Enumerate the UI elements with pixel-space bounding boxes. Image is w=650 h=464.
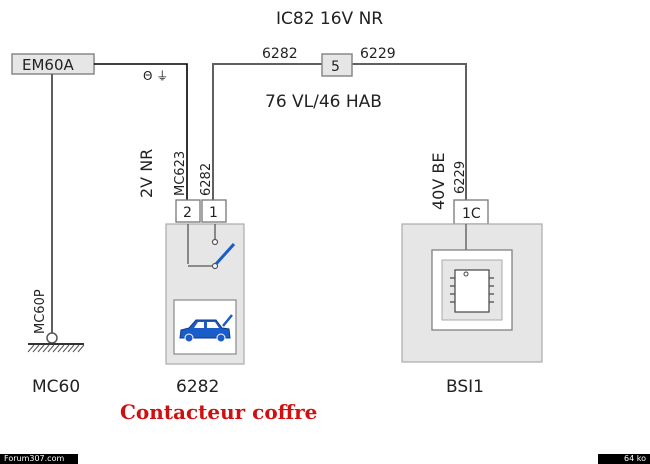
ic-chip-icon xyxy=(450,269,494,313)
switch-pin1-label: 1 xyxy=(209,205,218,221)
switch-pin2-box xyxy=(175,199,201,223)
wire-6282-top-label: 6282 xyxy=(262,46,298,62)
ground-label: MC60 xyxy=(32,377,80,397)
splice-box xyxy=(321,53,353,77)
switch-label: 6282 xyxy=(176,377,219,397)
ground-terminal xyxy=(46,332,58,344)
wire-em-to-pin2 xyxy=(94,63,188,200)
switch-lever xyxy=(214,242,236,266)
left-wire-spec: 2V NR xyxy=(137,149,156,198)
right-wire-spec: 40V BE xyxy=(429,153,448,210)
em60a-label: EM60A xyxy=(22,56,75,74)
car-trunk-icon xyxy=(179,314,233,343)
left-wire-num: 6282 xyxy=(199,163,214,196)
ground-symbol: Θ ⏚ xyxy=(143,69,168,83)
footer-size: 64 ko xyxy=(598,454,650,464)
ground-vertical-label: MC60P xyxy=(33,289,48,334)
footer-site: Forum307.com xyxy=(0,454,78,464)
switch-contact-top xyxy=(211,238,219,246)
switch-pin2-label: 2 xyxy=(183,205,192,221)
bsi-pin-label: 1C xyxy=(462,206,481,222)
component-caption: Contacteur coffre xyxy=(120,400,318,424)
wire-6229-top-label: 6229 xyxy=(360,46,396,62)
bsi-pin-box xyxy=(453,199,489,225)
left-wire-code: MC623 xyxy=(173,151,188,196)
bsi-label: BSI1 xyxy=(446,377,484,397)
right-wire-num: 6229 xyxy=(453,161,468,194)
ground-hatch xyxy=(27,344,85,353)
switch-pin1-box xyxy=(201,199,227,223)
splice-label: 5 xyxy=(331,59,340,75)
header-line1: IC82 16V NR xyxy=(276,9,383,29)
header-line2: 76 VL/46 HAB xyxy=(265,92,382,112)
